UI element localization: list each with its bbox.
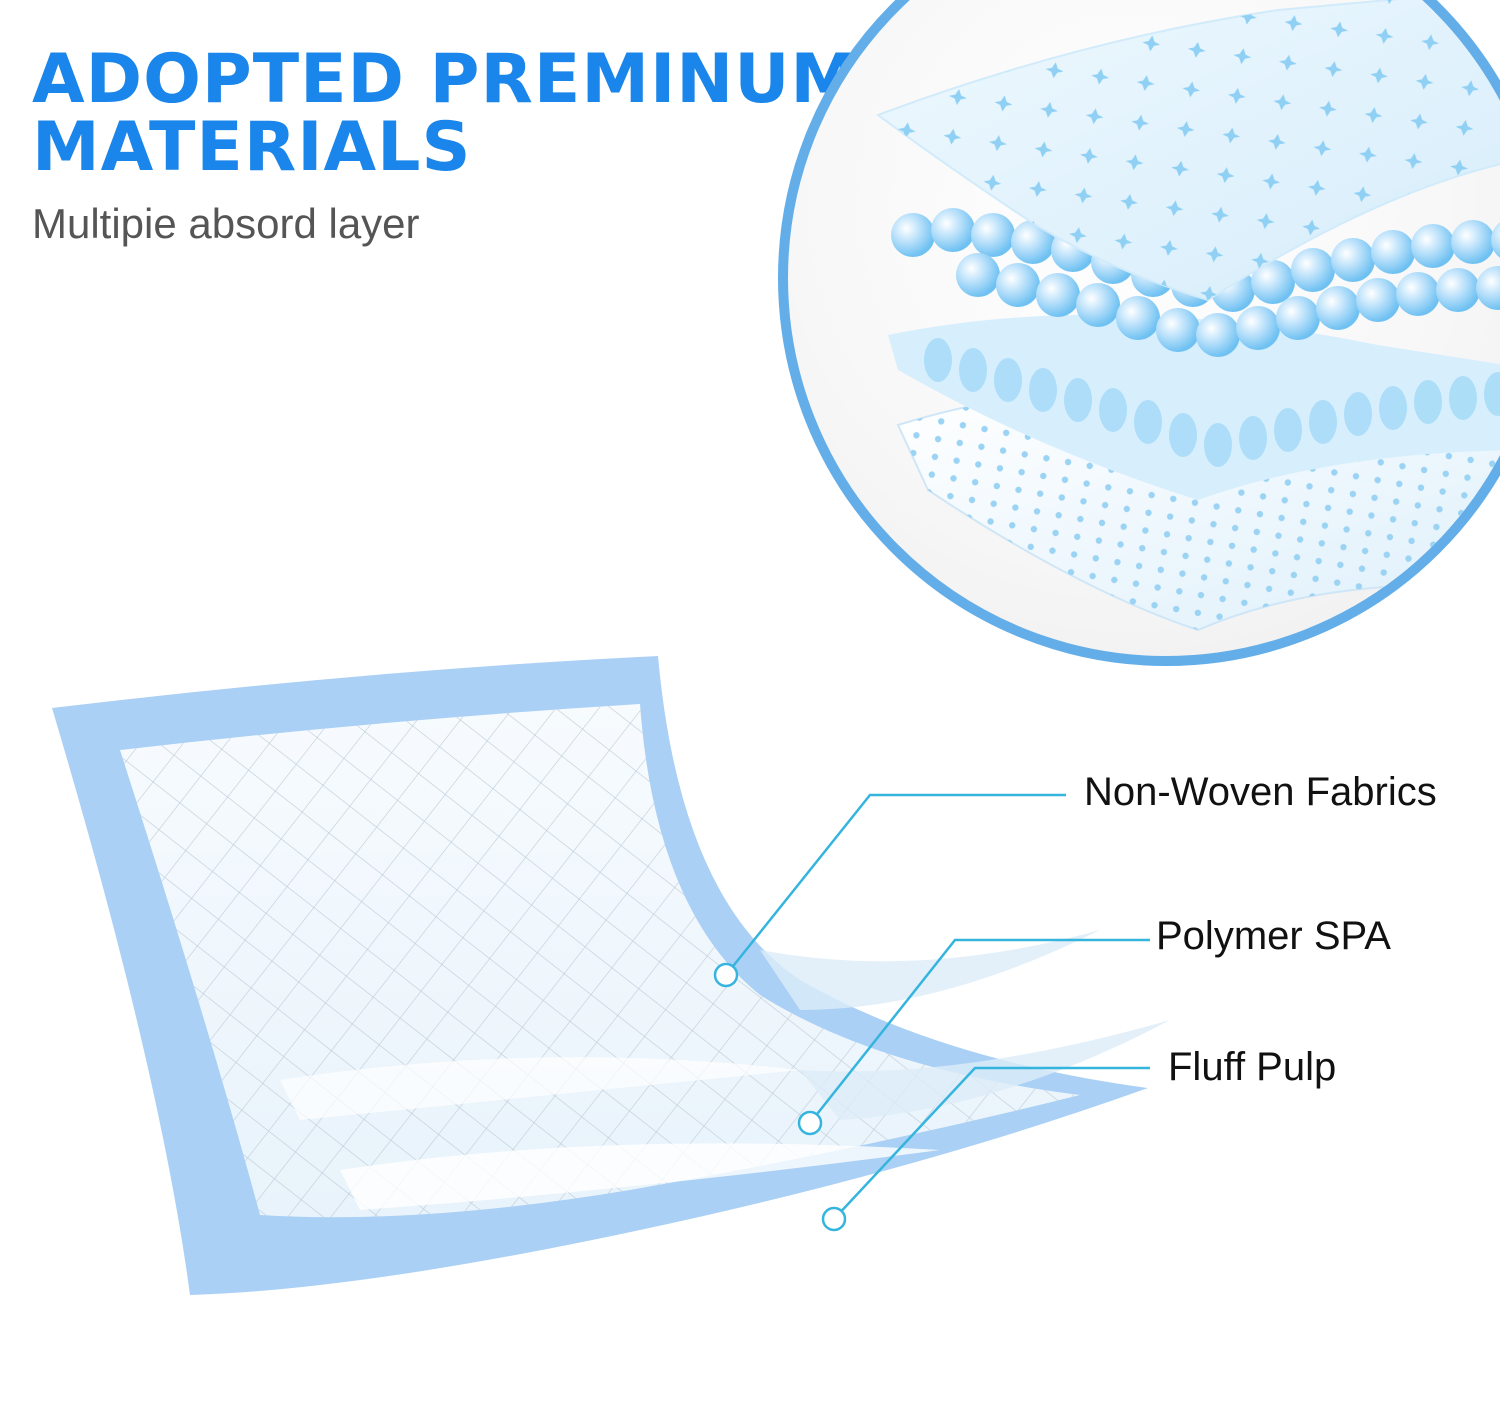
- layer-stack-illustration: [875, 0, 1500, 632]
- headline-line-2: MATERIALS: [32, 108, 472, 187]
- headline-line-1: ADOPTED PREMINUM: [32, 40, 860, 119]
- callout-label-polymer: Polymer SPA: [1156, 914, 1391, 958]
- subtitle: Multipie absord layer: [32, 200, 420, 247]
- callout-label-non-woven: Non-Woven Fabrics: [1084, 770, 1437, 814]
- pointer-lines: [725, 793, 1150, 1219]
- layers-illustration-circle: [778, 0, 1500, 666]
- pad-illustration: [52, 656, 1170, 1295]
- callout-label-fluff-pulp: Fluff Pulp: [1168, 1045, 1337, 1089]
- headline: ADOPTED PREMINUM MATERIALS: [32, 46, 859, 182]
